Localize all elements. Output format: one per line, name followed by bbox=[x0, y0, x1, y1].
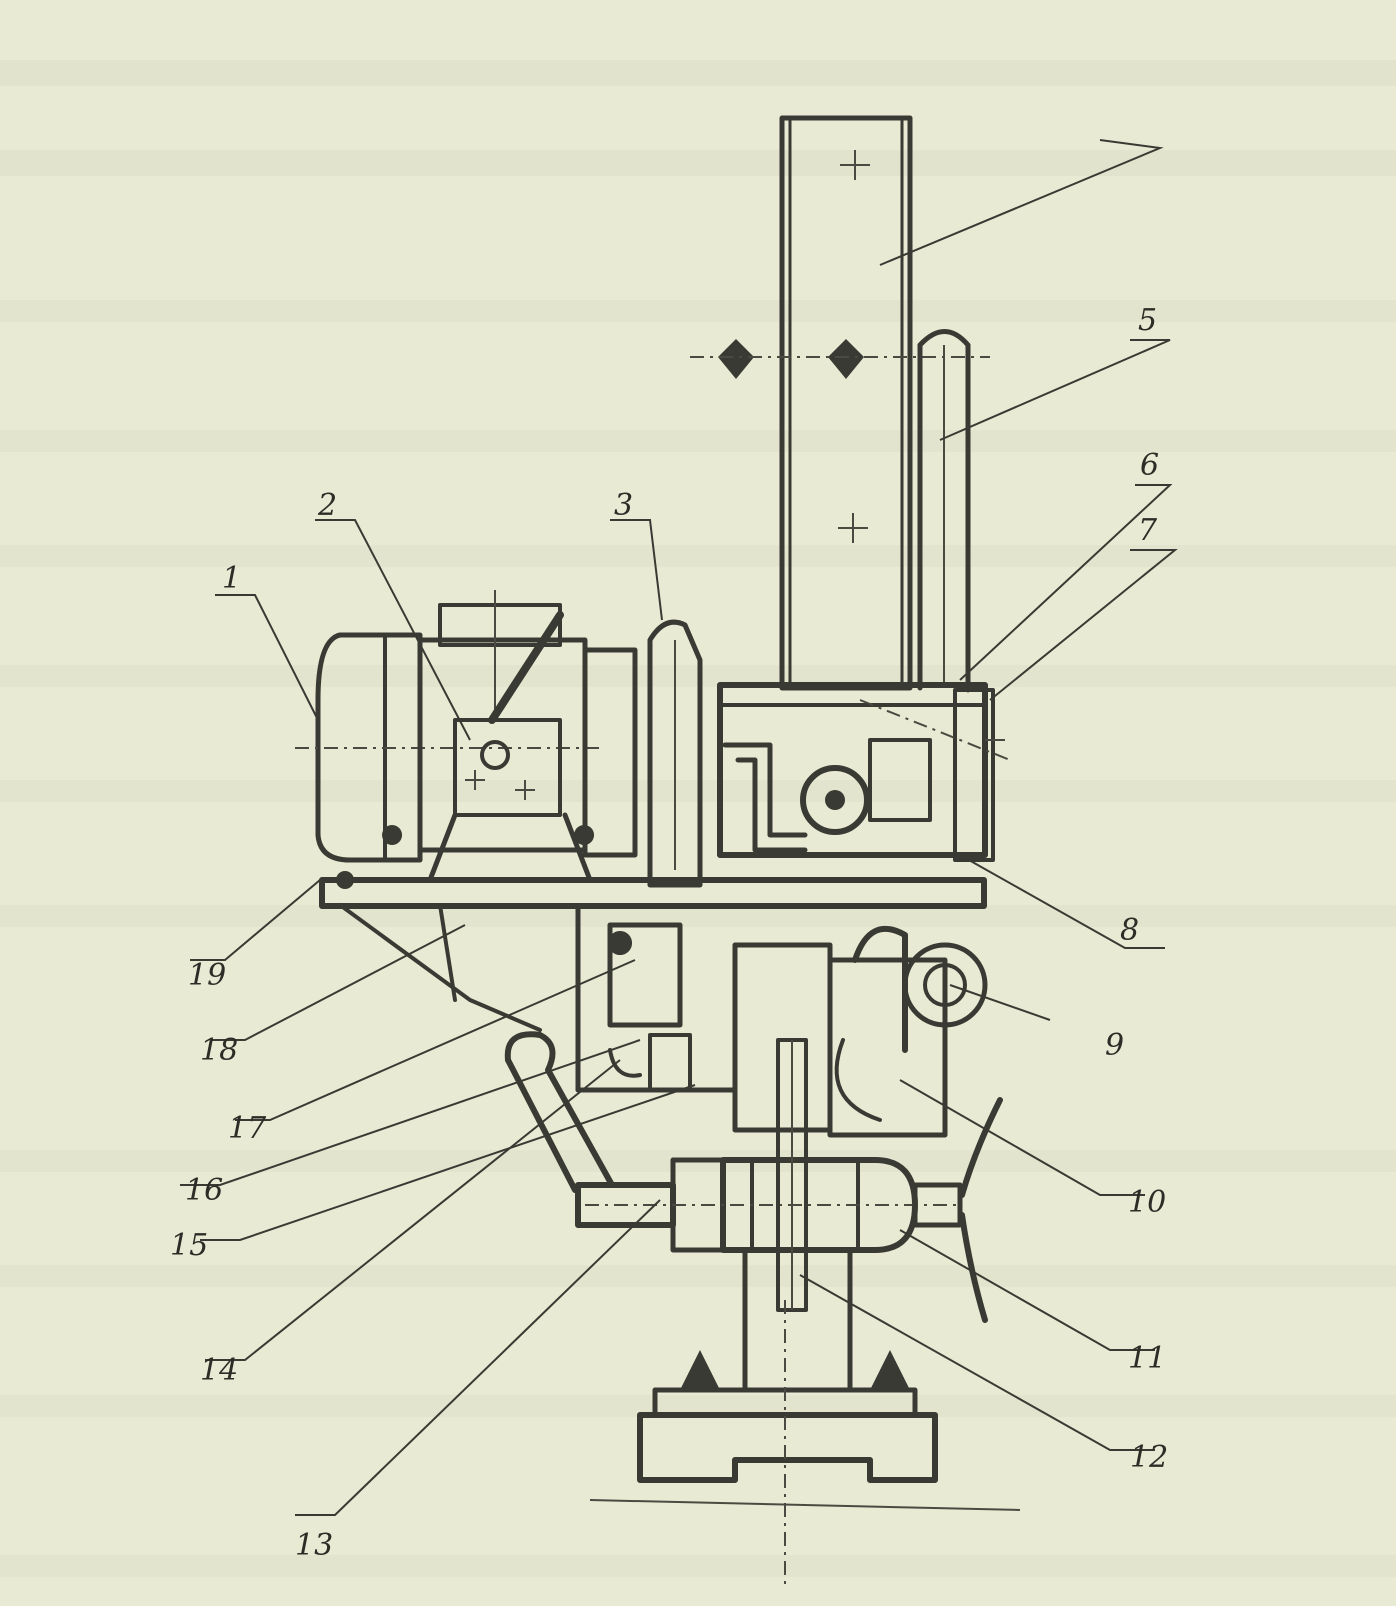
callout-label-10: 10 bbox=[1128, 1185, 1166, 1220]
callout-label-16: 16 bbox=[185, 1173, 223, 1208]
callout-label-8: 8 bbox=[1120, 913, 1139, 948]
callout-label-15: 15 bbox=[170, 1228, 208, 1263]
callout-label-6: 6 bbox=[1140, 448, 1159, 483]
callout-labels: 1 2 3 5 6 7 8 9 10 11 12 13 14 15 16 17 … bbox=[170, 303, 1168, 1563]
callout-label-12: 12 bbox=[1130, 1440, 1168, 1475]
callout-label-9: 9 bbox=[1105, 1028, 1124, 1063]
callout-label-1: 1 bbox=[222, 561, 241, 596]
callout-label-3: 3 bbox=[614, 488, 633, 523]
callout-label-7: 7 bbox=[1138, 513, 1158, 548]
motor-unit bbox=[295, 590, 703, 888]
callout-label-2: 2 bbox=[317, 488, 337, 523]
callout-leaders bbox=[180, 139, 1178, 1516]
callout-label-18: 18 bbox=[200, 1033, 238, 1068]
gear-head bbox=[319, 682, 1011, 909]
guide-pipe bbox=[917, 329, 971, 693]
callout-label-5: 5 bbox=[1138, 303, 1157, 338]
callout-label-11: 11 bbox=[1128, 1341, 1166, 1376]
vertical-column bbox=[690, 115, 990, 691]
callout-label-19: 19 bbox=[188, 958, 226, 993]
callout-label-14: 14 bbox=[200, 1353, 238, 1388]
callout-label-17: 17 bbox=[228, 1111, 267, 1146]
lower-mechanism bbox=[338, 903, 1021, 1590]
callout-label-13: 13 bbox=[295, 1528, 333, 1563]
